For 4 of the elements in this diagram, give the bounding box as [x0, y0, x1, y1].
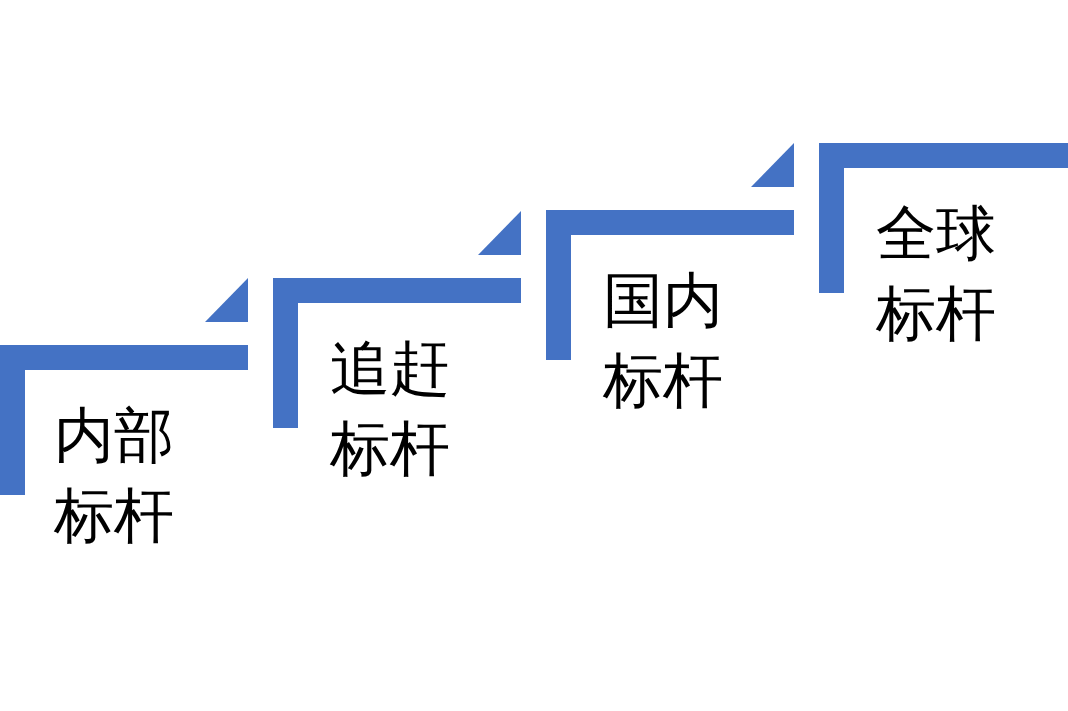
step-label: 内部标杆: [54, 399, 175, 552]
step-label: 国内标杆: [603, 264, 724, 417]
step-label: 全球标杆: [876, 197, 997, 350]
step-label: 追赶标杆: [330, 332, 451, 485]
